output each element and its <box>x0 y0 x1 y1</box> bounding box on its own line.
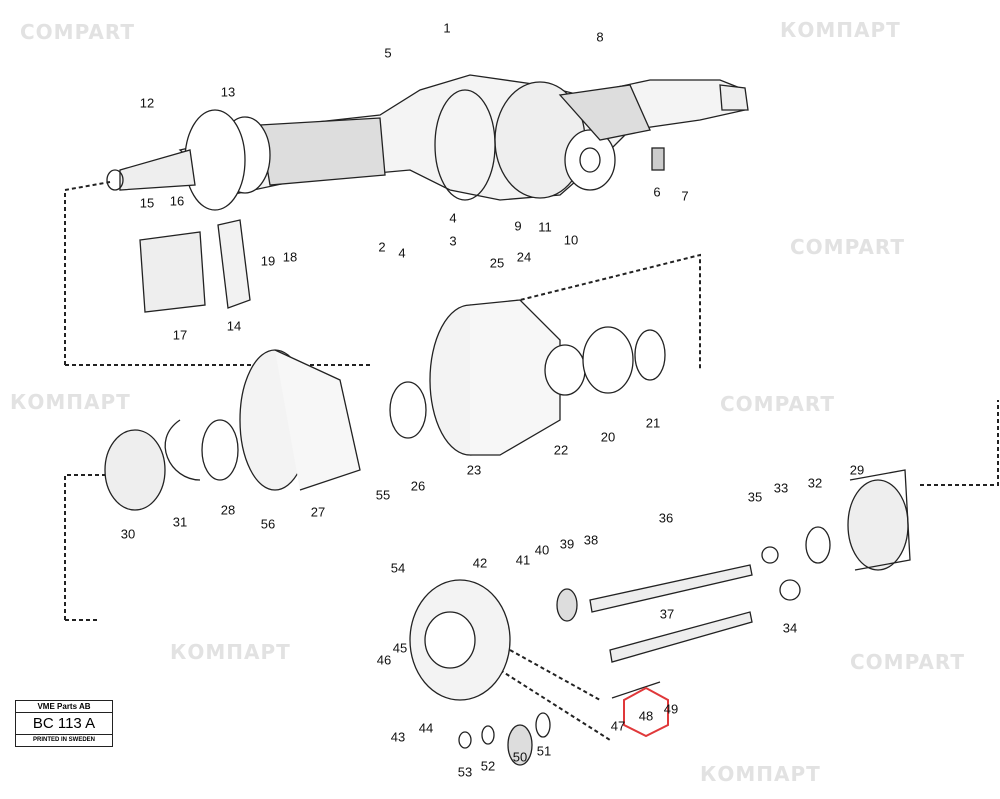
part-callout-6[interactable]: 6 <box>653 184 661 200</box>
part-callout-32[interactable]: 32 <box>807 475 823 491</box>
part-callout-30[interactable]: 30 <box>120 526 136 542</box>
part-callout-47[interactable]: 47 <box>610 718 626 734</box>
wheel-hub <box>104 299 911 571</box>
part-callout-29[interactable]: 29 <box>849 462 865 478</box>
axle-housing <box>106 74 749 211</box>
drawing-stamp: VME Parts AB BC 113 A PRINTED IN SWEDEN <box>15 700 113 747</box>
assembly-outline <box>64 181 999 741</box>
stamp-company: VME Parts AB <box>16 701 112 713</box>
part-callout-44[interactable]: 44 <box>418 720 434 736</box>
part-callout-23[interactable]: 23 <box>466 462 482 478</box>
part-callout-55[interactable]: 55 <box>375 487 391 503</box>
stamp-printed: PRINTED IN SWEDEN <box>32 737 95 743</box>
stamp-code: BC 113 A <box>16 713 112 735</box>
part-callout-25[interactable]: 25 <box>489 255 505 271</box>
part-callout-24[interactable]: 24 <box>516 249 532 265</box>
brake-caliper <box>139 219 251 313</box>
part-callout-17[interactable]: 17 <box>172 327 188 343</box>
part-callout-22[interactable]: 22 <box>553 442 569 458</box>
part-callout-56[interactable]: 56 <box>260 516 276 532</box>
part-callout-39[interactable]: 39 <box>559 536 575 552</box>
part-callout-5[interactable]: 5 <box>384 45 392 61</box>
part-callout-53[interactable]: 53 <box>457 764 473 780</box>
part-callout-34[interactable]: 34 <box>782 620 798 636</box>
part-callout-41[interactable]: 41 <box>515 552 531 568</box>
part-callout-4[interactable]: 4 <box>449 210 457 226</box>
part-callout-35[interactable]: 35 <box>747 489 763 505</box>
part-callout-43[interactable]: 43 <box>390 729 406 745</box>
part-callout-42[interactable]: 42 <box>472 555 488 571</box>
highlight-hexagon[interactable] <box>623 686 669 738</box>
part-callout-4[interactable]: 4 <box>398 245 406 261</box>
part-callout-37[interactable]: 37 <box>659 606 675 622</box>
part-callout-14[interactable]: 14 <box>226 318 242 334</box>
part-callout-18[interactable]: 18 <box>282 249 298 265</box>
part-callout-12[interactable]: 12 <box>139 95 155 111</box>
part-callout-45[interactable]: 45 <box>392 640 408 656</box>
part-callout-19[interactable]: 19 <box>260 253 276 269</box>
part-callout-20[interactable]: 20 <box>600 429 616 445</box>
part-callout-16[interactable]: 16 <box>169 193 185 209</box>
part-callout-54[interactable]: 54 <box>390 560 406 576</box>
part-callout-49[interactable]: 49 <box>663 701 679 717</box>
part-callout-9[interactable]: 9 <box>514 218 522 234</box>
part-callout-2[interactable]: 2 <box>378 239 386 255</box>
part-callout-33[interactable]: 33 <box>773 480 789 496</box>
part-callout-27[interactable]: 27 <box>310 504 326 520</box>
part-callout-7[interactable]: 7 <box>681 188 689 204</box>
part-callout-3[interactable]: 3 <box>449 233 457 249</box>
drive-shafts <box>409 546 801 766</box>
part-callout-50[interactable]: 50 <box>512 749 528 765</box>
part-callout-21[interactable]: 21 <box>645 415 661 431</box>
part-callout-15[interactable]: 15 <box>139 195 155 211</box>
part-callout-36[interactable]: 36 <box>658 510 674 526</box>
part-callout-10[interactable]: 10 <box>563 232 579 248</box>
part-callout-46[interactable]: 46 <box>376 652 392 668</box>
part-callout-8[interactable]: 8 <box>596 29 604 45</box>
part-callout-1[interactable]: 1 <box>443 20 451 36</box>
part-callout-26[interactable]: 26 <box>410 478 426 494</box>
part-callout-52[interactable]: 52 <box>480 758 496 774</box>
part-callout-28[interactable]: 28 <box>220 502 236 518</box>
part-callout-40[interactable]: 40 <box>534 542 550 558</box>
part-callout-51[interactable]: 51 <box>536 743 552 759</box>
part-callout-11[interactable]: 11 <box>538 219 552 235</box>
part-callout-31[interactable]: 31 <box>172 514 188 530</box>
part-callout-48[interactable]: 48 <box>638 708 654 724</box>
part-callout-38[interactable]: 38 <box>583 532 599 548</box>
part-callout-13[interactable]: 13 <box>220 84 236 100</box>
